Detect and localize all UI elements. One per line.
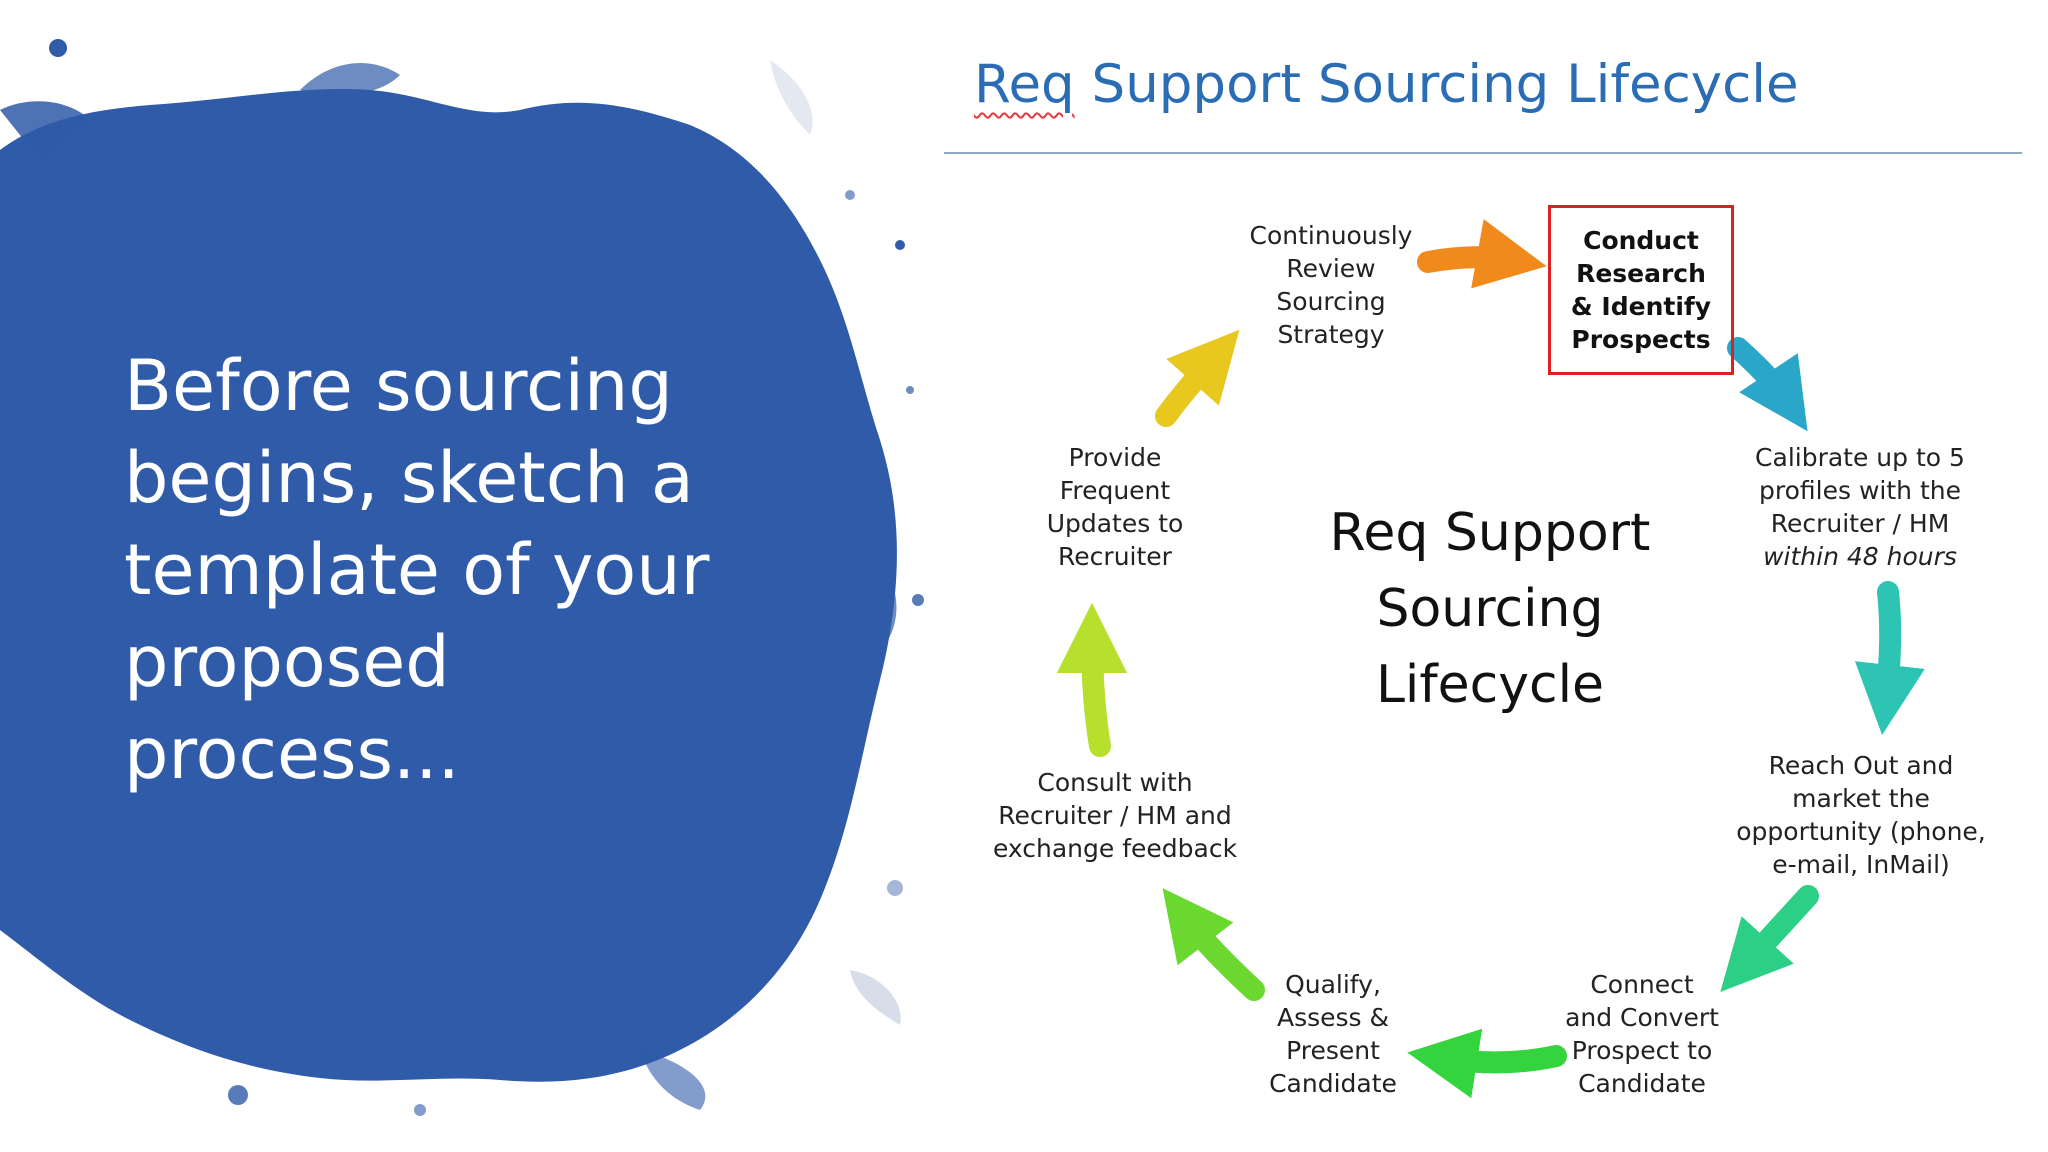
body-line: template of your	[124, 529, 710, 611]
step-line: Assess &	[1276, 1003, 1390, 1032]
step-qualify: Qualify, Assess & Present Candidate	[1240, 968, 1426, 1100]
step-line: Candidate	[1269, 1069, 1397, 1098]
step-line: Research	[1576, 259, 1706, 288]
arrow-updates-to-review	[1155, 329, 1240, 427]
step-connect-convert: Connect and Convert Prospect to Candidat…	[1540, 968, 1744, 1100]
center-label-line: Req Support	[1329, 503, 1651, 563]
body-line: begins, sketch a	[124, 437, 694, 519]
step-line-italic: within 48 hours	[1763, 542, 1957, 571]
step-line: market the	[1792, 784, 1930, 813]
arrow-research-to-calibrate	[1727, 337, 1808, 432]
step-reach-out: Reach Out and market the opportunity (ph…	[1726, 749, 1996, 881]
step-line: Calibrate up to 5	[1755, 443, 1965, 472]
paint-splash	[0, 39, 924, 1116]
step-line: Prospect to	[1571, 1036, 1713, 1065]
step-review-strategy: Continuously Review Sourcing Strategy	[1236, 219, 1426, 351]
step-line: Connect	[1590, 970, 1694, 999]
title-prefix: Req	[974, 54, 1075, 115]
step-line: Present	[1286, 1036, 1380, 1065]
slide-body-text: Before sourcing begins, sketch a templat…	[124, 340, 744, 800]
step-line: Continuously	[1249, 221, 1413, 250]
arrow-review-to-research	[1417, 219, 1547, 289]
title-divider	[944, 152, 2022, 154]
step-line: Recruiter	[1058, 542, 1172, 571]
body-line: proposed	[124, 621, 450, 703]
step-provide-updates: Provide Frequent Updates to Recruiter	[1030, 441, 1200, 573]
step-line: Updates to	[1046, 509, 1184, 538]
step-line: Provide	[1068, 443, 1162, 472]
arrow-connect-to-qualify	[1407, 1028, 1567, 1099]
arrow-calibrate-to-reach-out	[1854, 581, 1925, 735]
step-line: & Identify	[1570, 292, 1712, 321]
cycle-center-label: Req Support Sourcing Lifecycle	[1290, 495, 1690, 723]
step-line: Sourcing	[1276, 287, 1386, 316]
step-line: Strategy	[1277, 320, 1385, 349]
arrow-consult-to-updates	[1056, 602, 1128, 757]
step-conduct-research: Conduct Research & Identify Prospects	[1548, 205, 1734, 375]
step-line: Recruiter / HM and	[998, 801, 1232, 830]
step-line: Conduct	[1583, 226, 1699, 255]
arrow-reach-out-to-connect	[1720, 885, 1819, 993]
arrow-qualify-to-consult	[1162, 888, 1265, 1001]
body-line: process...	[124, 713, 460, 795]
step-line: Frequent	[1059, 476, 1171, 505]
step-line: profiles with the	[1759, 476, 1961, 505]
center-label-line: Sourcing	[1376, 579, 1604, 639]
diagram-title: Req Support Sourcing Lifecycle	[974, 54, 1799, 115]
step-line: Reach Out and	[1768, 751, 1954, 780]
step-line: opportunity (phone,	[1736, 817, 1986, 846]
center-label-line: Lifecycle	[1375, 655, 1605, 715]
body-line: Before sourcing	[124, 345, 673, 427]
step-line: Prospects	[1571, 325, 1711, 354]
title-suffix: Support Sourcing Lifecycle	[1074, 54, 1799, 115]
step-line: exchange feedback	[992, 834, 1238, 863]
step-line: Candidate	[1578, 1069, 1706, 1098]
step-consult: Consult with Recruiter / HM and exchange…	[990, 766, 1240, 865]
step-line: Consult with	[1037, 768, 1193, 797]
step-line: Recruiter / HM	[1770, 509, 1950, 538]
step-line: e-mail, InMail)	[1772, 850, 1950, 879]
step-calibrate: Calibrate up to 5 profiles with the Recr…	[1740, 441, 1980, 573]
step-line: Review	[1286, 254, 1376, 283]
step-line: Qualify,	[1285, 970, 1381, 999]
step-line: and Convert	[1565, 1003, 1719, 1032]
